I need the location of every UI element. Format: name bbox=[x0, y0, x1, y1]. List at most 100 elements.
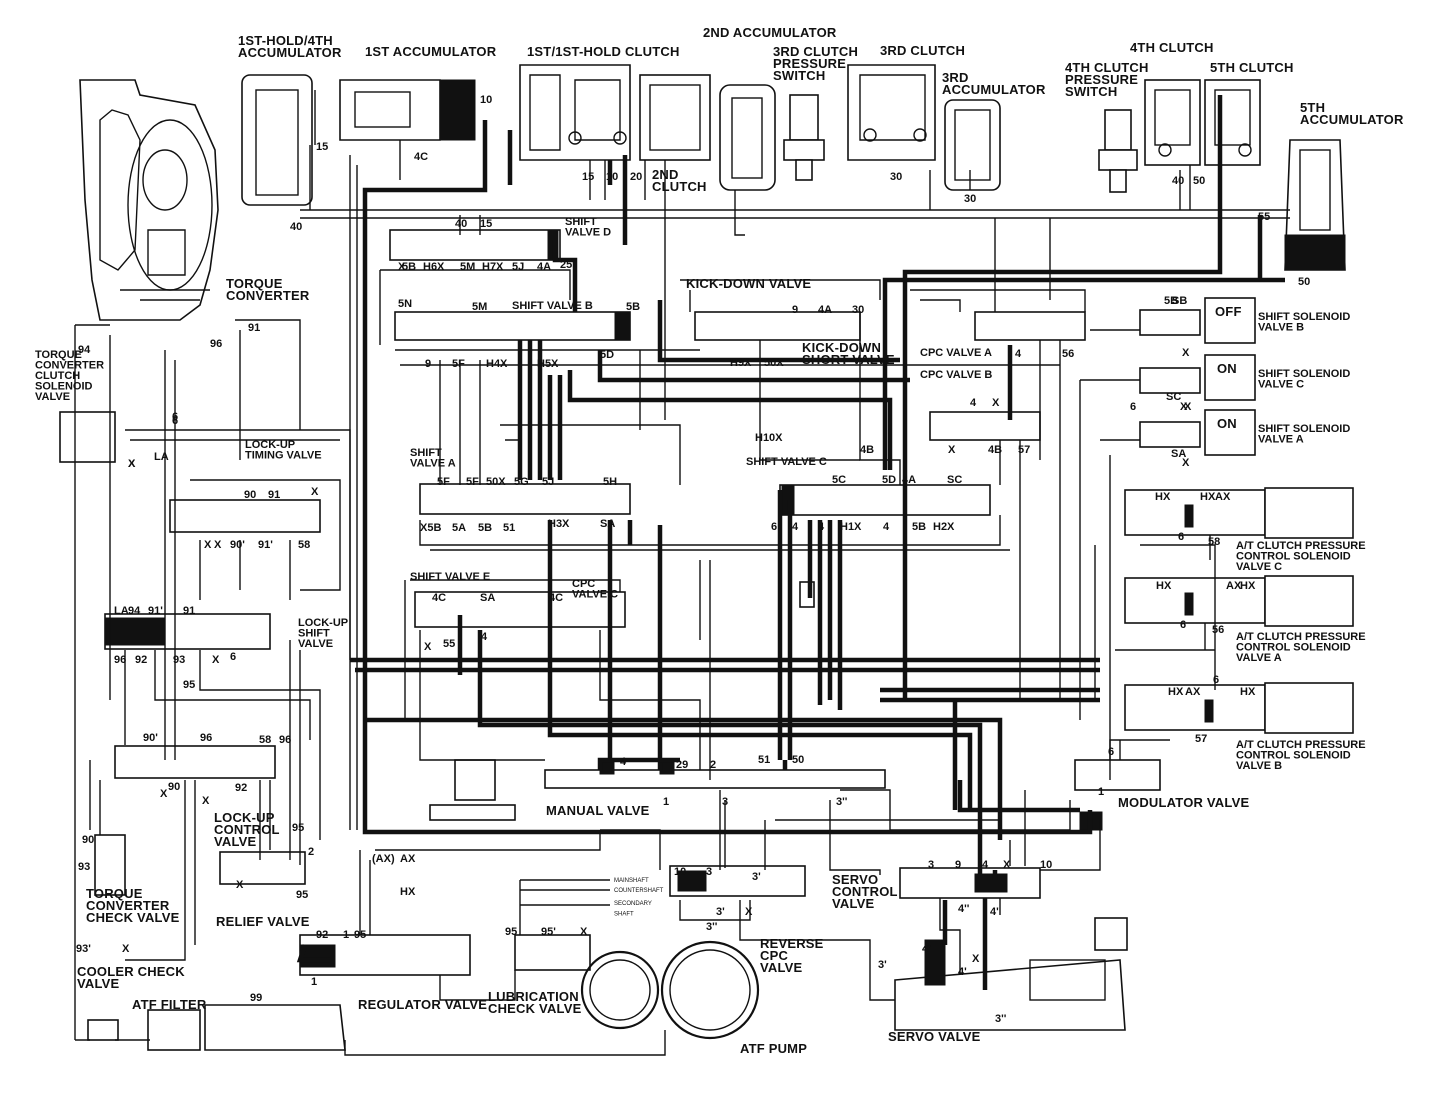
port-label: X bbox=[398, 261, 406, 273]
fifth-accumulator-body bbox=[1284, 139, 1346, 271]
port-label: 96 bbox=[114, 654, 126, 666]
port-label: 3' bbox=[752, 871, 761, 883]
port-label: 5J bbox=[542, 476, 554, 488]
port-label: 5N bbox=[398, 298, 412, 310]
port-label: X bbox=[424, 641, 432, 653]
label-first-accumulator: 1ST ACCUMULATOR bbox=[365, 44, 497, 59]
port-label: X bbox=[212, 654, 220, 666]
port-label: 96 bbox=[210, 338, 222, 350]
port-label: 6 bbox=[172, 411, 178, 423]
port-label: 3' bbox=[716, 906, 725, 918]
port-label: X bbox=[236, 879, 244, 891]
servo-valve-body bbox=[894, 917, 1128, 1031]
solenoid-b-state: OFF bbox=[1215, 304, 1242, 319]
port-label: 4 bbox=[982, 859, 989, 871]
port-label: 90 bbox=[168, 781, 180, 793]
port-label: 20 bbox=[630, 171, 642, 183]
port-label: 5F bbox=[452, 358, 465, 370]
port-label: 4 bbox=[883, 521, 890, 533]
port-label: X bbox=[1182, 347, 1190, 359]
port-label: 91 bbox=[183, 605, 195, 617]
port-label: 50X bbox=[486, 476, 506, 488]
port-label: 4' bbox=[922, 943, 931, 955]
third-accumulator-body bbox=[944, 99, 1001, 191]
port-label: 5B bbox=[626, 301, 640, 313]
second-clutch-body bbox=[639, 74, 711, 161]
port-label: 5B bbox=[912, 521, 926, 533]
port-label: 5F bbox=[437, 476, 450, 488]
component-shapes bbox=[59, 64, 1354, 1051]
port-label: H7X bbox=[482, 261, 504, 273]
label-fourth-clutch: 4TH CLUTCH bbox=[1130, 40, 1214, 55]
port-label: 40 bbox=[290, 221, 302, 233]
port-label: 58 bbox=[259, 734, 271, 746]
port-label: X bbox=[992, 397, 1000, 409]
port-label: (AX) bbox=[372, 853, 395, 865]
port-label: 6 bbox=[771, 521, 777, 533]
port-label: 95 bbox=[292, 822, 304, 834]
port-label: 91' bbox=[148, 605, 163, 617]
port-label: 4C bbox=[549, 592, 563, 604]
port-label: 10 bbox=[674, 866, 686, 878]
atf-filter-body bbox=[87, 1004, 346, 1051]
torque-converter bbox=[79, 79, 219, 321]
port-label: X bbox=[128, 458, 136, 470]
port-label: 5M bbox=[472, 301, 487, 313]
port-label: HX bbox=[1168, 686, 1184, 698]
port-label: 99 bbox=[250, 992, 262, 1004]
port-label: 95 bbox=[296, 889, 308, 901]
port-label: 4A bbox=[537, 261, 551, 273]
port-label: 10 bbox=[606, 171, 618, 183]
fifth-clutch-body bbox=[1204, 79, 1261, 166]
port-label: 95 bbox=[354, 929, 366, 941]
port-label: 1 bbox=[663, 796, 669, 808]
port-label: AX bbox=[1226, 580, 1242, 592]
port-label: 2 bbox=[710, 759, 716, 771]
port-label: 3' bbox=[878, 959, 887, 971]
port-label: 4A bbox=[902, 474, 916, 486]
port-label: 92 bbox=[235, 782, 247, 794]
port-label: 1 bbox=[1098, 786, 1104, 798]
label-modulator-valve: MODULATOR VALVE bbox=[1118, 795, 1249, 810]
port-label: 15 bbox=[582, 171, 594, 183]
port-label: X bbox=[122, 943, 130, 955]
port-label: H3X bbox=[548, 518, 570, 530]
label-first-clutch: 1ST/1ST-HOLD CLUTCH bbox=[527, 44, 680, 59]
port-label: X bbox=[972, 953, 980, 965]
port-label: 4 bbox=[1015, 348, 1022, 360]
fourth-clutch-switch-body bbox=[1098, 109, 1138, 193]
port-label: X bbox=[214, 539, 222, 551]
label-regulator-valve: REGULATOR VALVE bbox=[358, 997, 487, 1012]
port-label: 58 bbox=[1208, 536, 1220, 548]
port-label: 6 bbox=[172, 415, 178, 427]
label-relief-valve: RELIEF VALVE bbox=[216, 914, 310, 929]
port-label: 3 bbox=[928, 859, 934, 871]
port-label: 92 bbox=[316, 929, 328, 941]
port-label: 30 bbox=[964, 193, 976, 205]
port-label: 9 bbox=[955, 859, 961, 871]
first-accumulator-body bbox=[339, 79, 476, 141]
port-label: 5D bbox=[600, 349, 614, 361]
label-servo-valve: SERVO VALVE bbox=[888, 1029, 981, 1044]
port-label: 56 bbox=[1212, 624, 1224, 636]
port-label: 25 bbox=[560, 259, 572, 271]
port-label: 4'' bbox=[958, 903, 970, 915]
label-atf-pump: ATF PUMP bbox=[740, 1041, 807, 1056]
port-label: 57 bbox=[1195, 733, 1207, 745]
port-label: 4 bbox=[818, 521, 825, 533]
port-label: 5F bbox=[466, 476, 479, 488]
port-label: 9 bbox=[425, 358, 431, 370]
port-label: 94 bbox=[128, 605, 141, 617]
port-label: 50 bbox=[1193, 175, 1205, 187]
